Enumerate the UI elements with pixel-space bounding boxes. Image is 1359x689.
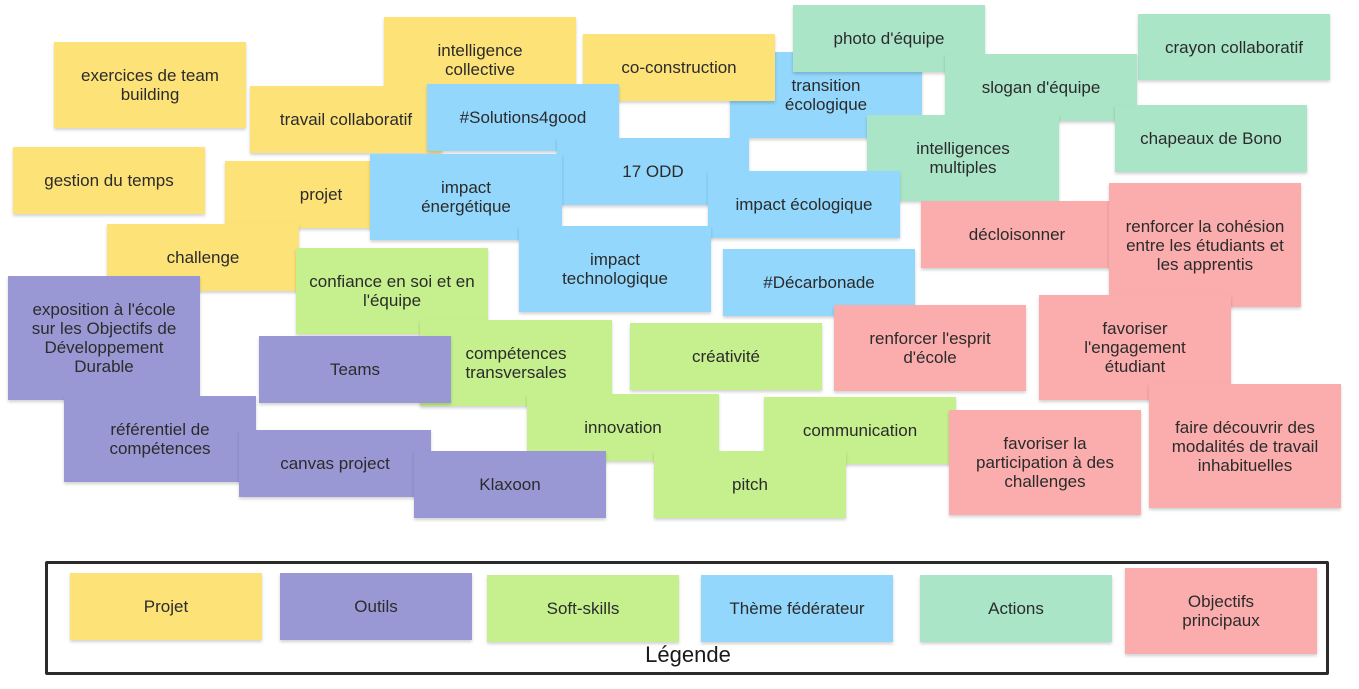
note-text: Teams <box>329 360 381 379</box>
sticky-note[interactable]: référentiel de compétences <box>64 396 256 482</box>
sticky-note[interactable]: décloisonner <box>921 201 1113 268</box>
note-text: favoriser l'engagement étudiant <box>1084 319 1186 376</box>
note-text: communication <box>802 421 918 440</box>
sticky-note[interactable]: confiance en soi et en l'équipe <box>296 248 488 334</box>
note-text: exercices de team building <box>81 66 219 104</box>
note-text: intelligence collective <box>437 41 523 79</box>
note-text: confiance en soi et en l'équipe <box>309 272 475 310</box>
note-text: photo d'équipe <box>833 29 945 48</box>
legend-frame[interactable] <box>45 561 1329 675</box>
sticky-note[interactable]: travail collaboratif <box>250 86 442 153</box>
legend-label: Thème fédérateur <box>729 599 865 618</box>
sticky-note[interactable]: impact écologique <box>708 171 900 238</box>
note-text: renforcer la cohésion entre les étudiant… <box>1125 216 1285 274</box>
sticky-note[interactable]: créativité <box>630 323 822 390</box>
note-text: compétences transversales <box>465 344 567 382</box>
note-text: gestion du temps <box>44 171 174 190</box>
note-text: Klaxoon <box>479 475 541 494</box>
note-text: intelligences multiples <box>916 139 1010 177</box>
sticky-note[interactable]: crayon collaboratif <box>1138 14 1330 80</box>
note-text: renforcer l'esprit d'école <box>869 329 991 367</box>
sticky-note[interactable]: faire découvrir des modalités de travail… <box>1149 384 1341 508</box>
note-text: #Solutions4good <box>459 108 587 127</box>
legend-item-outils[interactable]: Outils <box>280 573 472 640</box>
note-text: #Décarbonade <box>763 273 875 292</box>
legend-item-soft-skills[interactable]: Soft-skills <box>487 575 679 642</box>
sticky-note[interactable]: favoriser l'engagement étudiant <box>1039 295 1231 400</box>
sticky-note[interactable]: renforcer l'esprit d'école <box>834 305 1026 391</box>
sticky-note[interactable]: pitch <box>654 451 846 518</box>
sticky-note[interactable]: Teams <box>259 336 451 403</box>
note-text: pitch <box>732 475 768 494</box>
sticky-note[interactable]: gestion du temps <box>13 147 205 214</box>
legend-label: Projet <box>143 597 189 616</box>
note-text: référentiel de compétences <box>109 420 211 458</box>
note-text: crayon collaboratif <box>1165 37 1303 57</box>
sticky-note[interactable]: compétences transversales <box>420 320 612 406</box>
sticky-note[interactable]: slogan d'équipe <box>945 54 1137 121</box>
legend-title: Légende <box>645 642 731 667</box>
sticky-note[interactable]: #Décarbonade <box>723 249 915 316</box>
legend-label: Actions <box>988 599 1044 618</box>
note-text: exposition à l'école sur les Objectifs d… <box>31 300 177 376</box>
note-text: 17 ODD <box>622 162 684 181</box>
legend-item-projet[interactable]: Projet <box>70 573 262 640</box>
legend-label: Soft-skills <box>546 599 620 618</box>
note-text: décloisonner <box>968 225 1066 244</box>
sticky-note[interactable]: innovation <box>527 394 719 461</box>
sticky-note[interactable]: renforcer la cohésion entre les étudiant… <box>1109 183 1301 307</box>
sticky-note[interactable]: impact énergétique <box>370 154 562 240</box>
legend-item-actions[interactable]: Actions <box>920 575 1112 642</box>
note-text: impact écologique <box>735 195 873 214</box>
note-text: travail collaboratif <box>279 110 413 129</box>
sticky-note[interactable]: chapeaux de Bono <box>1115 105 1307 172</box>
legend-title-container: Légende <box>588 641 788 669</box>
note-text: canvas project <box>280 454 390 473</box>
sticky-note[interactable]: canvas project <box>239 430 431 497</box>
note-text: impact énergétique <box>421 178 511 216</box>
sticky-note[interactable]: favoriser la participation à des challen… <box>949 410 1141 515</box>
sticky-note[interactable]: Klaxoon <box>414 451 606 518</box>
note-text: challenge <box>166 248 240 267</box>
note-text: impact technologique <box>562 250 668 288</box>
note-text: favoriser la participation à des challen… <box>976 434 1114 491</box>
note-text: slogan d'équipe <box>981 78 1101 97</box>
note-text: co-construction <box>621 58 737 77</box>
legend-item-objectifs-principaux[interactable]: Objectifs principaux <box>1125 568 1317 654</box>
note-text: chapeaux de Bono <box>1140 129 1282 148</box>
sticky-note[interactable]: exercices de team building <box>54 42 246 128</box>
note-text: créativité <box>691 347 761 366</box>
legend-item-theme-federateur[interactable]: Thème fédérateur <box>701 575 893 642</box>
note-text: transition écologique <box>784 76 868 114</box>
legend-label: Outils <box>354 597 398 616</box>
note-text: faire découvrir des modalités de travail… <box>1171 417 1319 475</box>
sticky-note[interactable]: exposition à l'école sur les Objectifs d… <box>8 276 200 400</box>
legend-label: Objectifs principaux <box>1182 592 1260 630</box>
note-text: projet <box>299 185 343 204</box>
sticky-note[interactable]: impact technologique <box>519 226 711 312</box>
note-text: innovation <box>584 418 662 437</box>
